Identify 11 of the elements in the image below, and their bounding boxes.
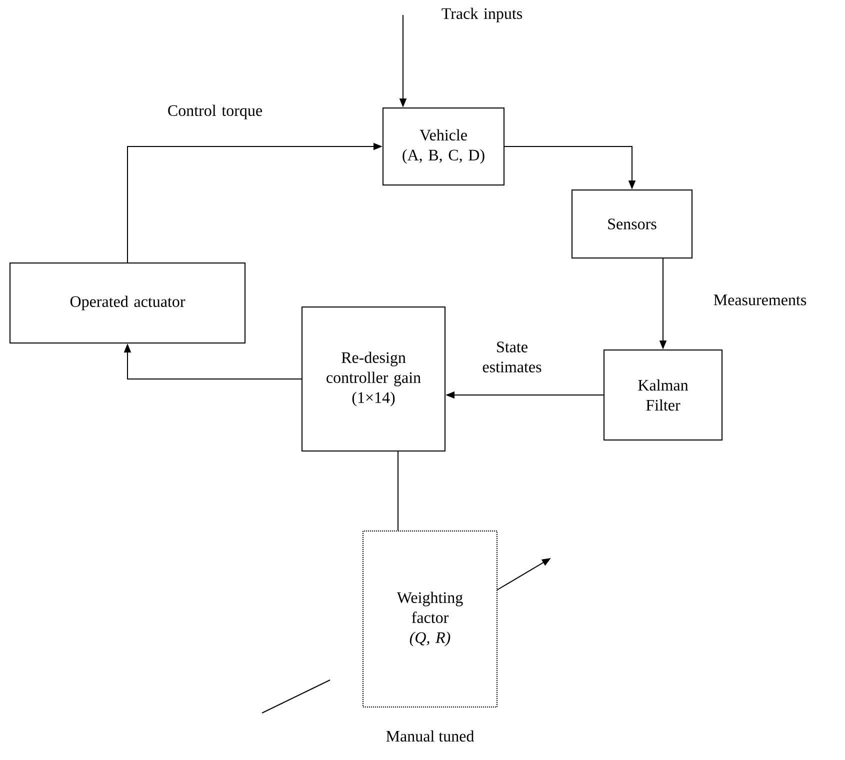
edge-label: Measurements [714, 294, 806, 306]
process-box: Operated actuator [10, 262, 246, 344]
tuning-box: Weighting factor (Q, R) [362, 530, 498, 708]
process-box: Vehicle (A, B, C, D) [382, 108, 504, 186]
edge-label: Track inputs [442, 8, 522, 22]
process-box: Re-design controller gain (1×14) [302, 306, 446, 452]
caption-label: Manual tuned [386, 730, 474, 742]
edge-label: State estimates [482, 342, 542, 372]
process-box: Sensors [572, 190, 692, 258]
edge-label: Control torque [168, 104, 262, 120]
process-box: Kalman Filter [604, 350, 722, 440]
